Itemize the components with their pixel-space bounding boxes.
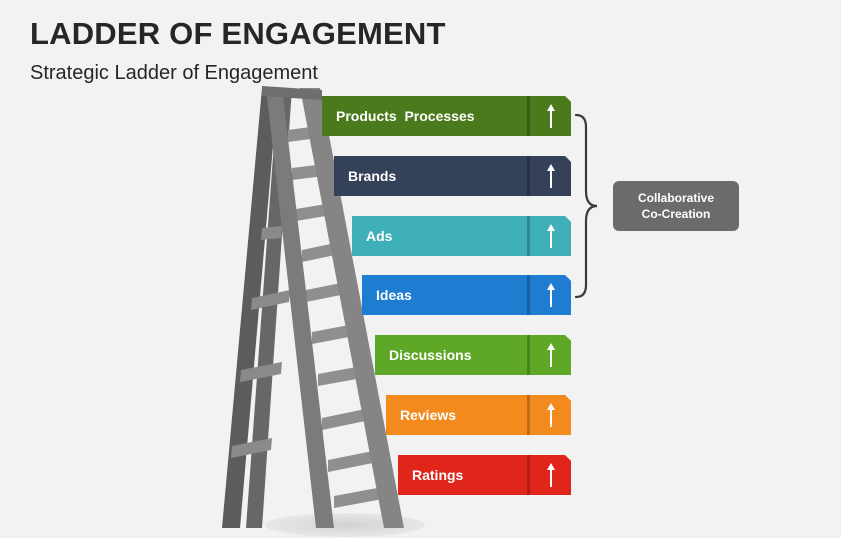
- ladder-top-cap: [262, 86, 322, 100]
- step-label: Products Processes: [336, 108, 475, 124]
- ladder-front-rail-right: [300, 88, 404, 528]
- ladder-rung: [334, 486, 388, 508]
- step-band: Discussions: [375, 335, 571, 375]
- page-subtitle: Strategic Ladder of Engagement: [30, 62, 318, 84]
- step-tab: [527, 455, 571, 495]
- ladder-back-rung: [261, 226, 282, 240]
- step-tab: [527, 156, 571, 196]
- step-band: Ratings: [398, 455, 571, 495]
- step-label: Brands: [348, 168, 397, 184]
- step-tab: [527, 335, 571, 375]
- group-label-line2: Co-Creation: [641, 207, 711, 221]
- step-band: Brands: [334, 156, 571, 196]
- ladder-rung: [318, 366, 362, 386]
- step-label: Reviews: [400, 407, 457, 423]
- group-label-line1: Collaborative: [637, 191, 715, 205]
- ladder-front-rail-left: [266, 88, 334, 528]
- up-arrow-icon: [546, 163, 556, 189]
- step-tab: [527, 275, 571, 315]
- step-tab: [527, 216, 571, 256]
- right-curly-brace-icon: [574, 113, 598, 299]
- up-arrow-icon: [546, 402, 556, 428]
- step-band: Products Processes: [322, 96, 571, 136]
- step-label: Ads: [366, 228, 393, 244]
- step-label: Discussions: [389, 347, 472, 363]
- step-label: Ideas: [376, 287, 412, 303]
- ladder-back-rung: [231, 438, 272, 458]
- step-tab: [527, 395, 571, 435]
- step-band: Ideas: [362, 275, 571, 315]
- page-title: LADDER OF ENGAGEMENT: [30, 16, 446, 51]
- step-band: Ads: [352, 216, 571, 256]
- collaborative-co-creation-box: Collaborative Co-Creation: [613, 181, 739, 231]
- ladder-rung: [306, 282, 346, 302]
- ladder-rung: [328, 450, 378, 472]
- up-arrow-icon: [546, 462, 556, 488]
- up-arrow-icon: [546, 342, 556, 368]
- step-tab: [527, 96, 571, 136]
- step-band: Reviews: [386, 395, 571, 435]
- ladder-rung: [322, 408, 370, 430]
- ladder-back-rung: [251, 290, 290, 310]
- up-arrow-icon: [546, 223, 556, 249]
- step-label: Ratings: [412, 467, 464, 483]
- ladder-back-rung: [240, 362, 282, 382]
- up-arrow-icon: [546, 103, 556, 129]
- ladder-rung: [312, 324, 354, 344]
- ladder-back-rail-left: [222, 88, 278, 528]
- up-arrow-icon: [546, 282, 556, 308]
